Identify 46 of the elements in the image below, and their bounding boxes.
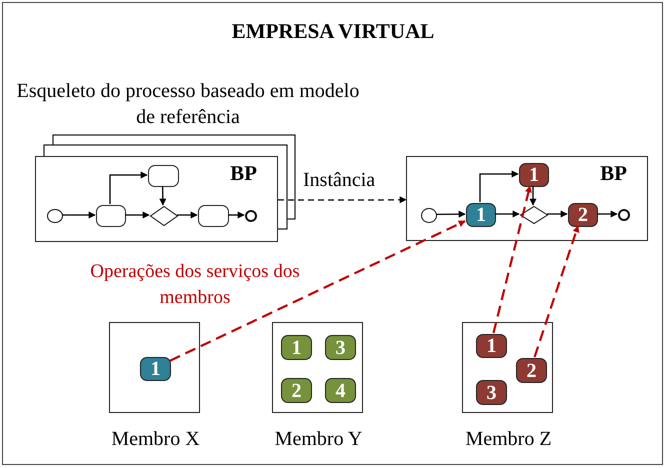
member-caption: Membro Z bbox=[464, 427, 553, 451]
task-box bbox=[198, 205, 229, 227]
flow-arrow bbox=[479, 170, 519, 202]
service-box: 2 bbox=[516, 358, 547, 383]
process-label: BP bbox=[600, 161, 627, 185]
flow-arrow bbox=[109, 172, 148, 204]
member-caption: Membro X bbox=[110, 427, 201, 451]
heading-text: Esqueleto do processo baseado em modelo de referência bbox=[16, 79, 360, 130]
flow-arrow bbox=[597, 210, 618, 218]
end-event-circle bbox=[618, 209, 630, 221]
dashed-arrow bbox=[534, 225, 580, 358]
flow-arrow bbox=[125, 212, 150, 218]
dashed-arrow bbox=[278, 196, 407, 204]
process-card bbox=[35, 156, 278, 242]
gateway-diamond bbox=[520, 206, 548, 224]
service-box: 4 bbox=[325, 378, 356, 403]
dashed-arrow bbox=[170, 220, 466, 362]
flow-arrow bbox=[159, 186, 166, 206]
flow-arrow bbox=[177, 212, 198, 218]
process-card bbox=[406, 156, 648, 241]
dashed-arrow bbox=[492, 185, 532, 334]
member-caption: Membro Y bbox=[274, 427, 364, 451]
flow-arrow bbox=[228, 212, 245, 218]
end-event-circle bbox=[245, 210, 257, 222]
service-box: 3 bbox=[325, 335, 356, 360]
service-box: 1 bbox=[519, 163, 549, 187]
flow-arrow bbox=[62, 212, 96, 218]
service-box: 1 bbox=[466, 203, 496, 227]
flow-arrow bbox=[436, 210, 466, 218]
gateway-diamond bbox=[150, 206, 178, 226]
process-label: BP bbox=[230, 161, 257, 185]
service-box: 1 bbox=[140, 357, 171, 381]
service-box: 1 bbox=[281, 335, 312, 360]
task-box bbox=[148, 165, 179, 187]
service-box: 2 bbox=[568, 203, 598, 227]
service-box: 1 bbox=[476, 334, 507, 358]
start-event-circle bbox=[47, 209, 63, 223]
flow-arrow bbox=[495, 210, 520, 218]
task-box bbox=[96, 205, 126, 227]
annotation-text: Operações dos serviços dos membros bbox=[89, 260, 301, 310]
diagram-title: EMPRESA VIRTUAL bbox=[230, 18, 436, 44]
service-box: 2 bbox=[281, 378, 312, 403]
service-box: 3 bbox=[476, 380, 507, 405]
flow-arrow bbox=[547, 210, 568, 218]
start-event-circle bbox=[421, 208, 437, 223]
flow-arrow bbox=[530, 186, 536, 206]
